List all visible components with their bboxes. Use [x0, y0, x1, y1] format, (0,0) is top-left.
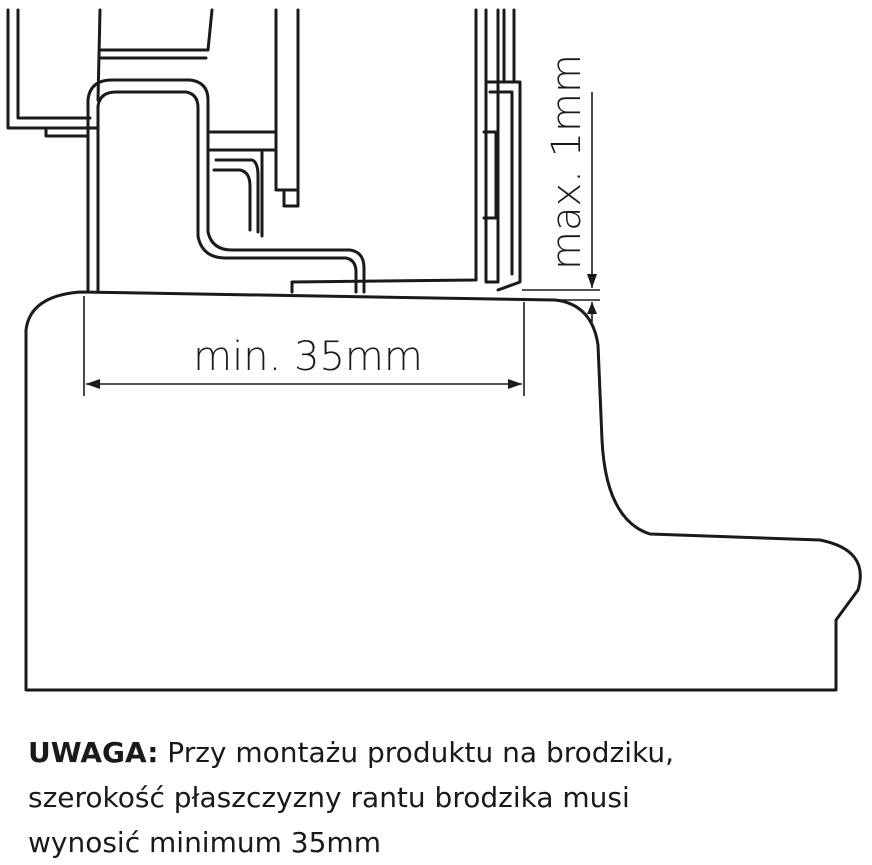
bracket-profile	[86, 78, 366, 294]
installation-note: UWAGA: Przy montażu produktu na brodziku…	[28, 730, 858, 865]
frame-left-outer	[6, 8, 100, 130]
gap-arrow-top	[587, 274, 597, 288]
width-arrow-left	[86, 379, 100, 389]
gap-dimension-label: max. 1mm	[544, 54, 590, 270]
bracket-inner-line	[96, 90, 358, 294]
note-line-2: szerokość płaszczyzny rantu brodzika mus…	[28, 781, 630, 814]
note-text-1: Przy montażu produktu na brodziku,	[158, 736, 675, 769]
installation-diagram: min. 35mm max. 1mm	[6, 8, 862, 692]
warning-label: UWAGA:	[28, 736, 159, 769]
gap-arrow-bottom	[587, 302, 597, 314]
glass-panel	[290, 8, 516, 294]
frame-left-inner	[16, 8, 92, 120]
frame-mid-bar	[44, 126, 90, 138]
note-line-1: UWAGA: Przy montażu produktu na brodziku…	[28, 730, 858, 775]
note-line-3: wynosić minimum 35mm	[28, 826, 381, 859]
frame-upper-step	[96, 8, 214, 102]
width-dimension-label: min. 35mm	[193, 334, 423, 380]
connector-block	[206, 130, 278, 238]
connector-step	[212, 168, 252, 232]
shower-tray-rim	[24, 290, 862, 692]
side-profile	[482, 80, 522, 292]
upper-profile-right	[274, 8, 300, 208]
width-arrow-right	[508, 379, 522, 389]
